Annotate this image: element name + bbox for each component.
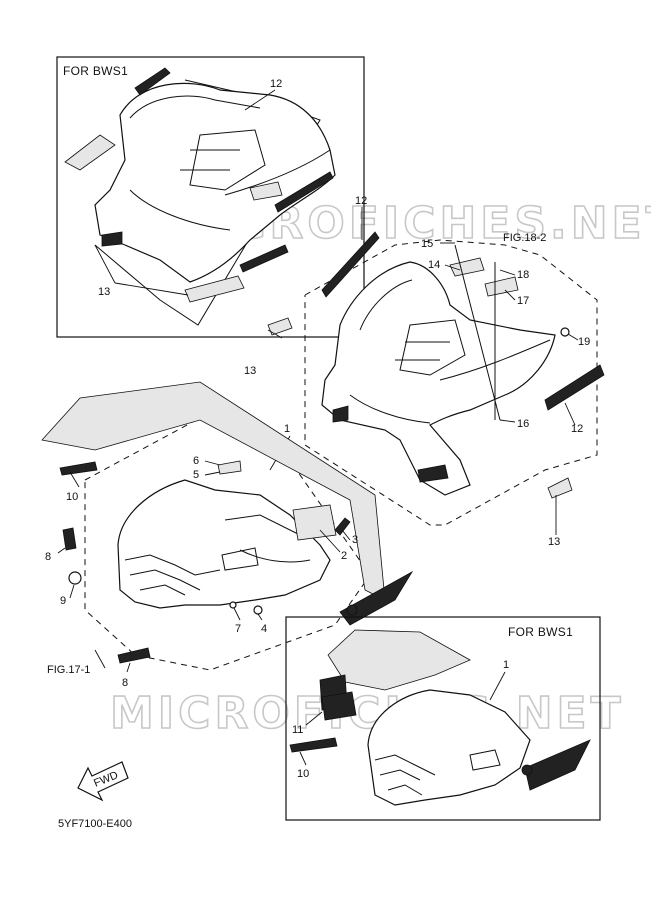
watermark-bottom: MICROFICHES.NET (110, 688, 625, 739)
rear-fender-assembly: FIG.18-2 12 13 15 14 18 17 (244, 195, 605, 548)
callout-13-right: 13 (548, 536, 560, 548)
callout-19: 19 (578, 336, 590, 348)
box-bottom-right: FOR BWS1 1 11 10 (285, 616, 601, 821)
callout-13-rear: 13 (244, 365, 256, 377)
callout-6: 6 (193, 455, 199, 467)
callout-17: 17 (517, 295, 529, 307)
callout-14: 14 (428, 259, 440, 271)
callout-5: 5 (193, 469, 199, 481)
fig-ref-18-2: FIG.18-2 (503, 232, 546, 244)
fig-ref-17-1: FIG.17-1 (47, 664, 90, 676)
fwd-arrow-icon: FWD (77, 761, 129, 802)
callout-8-bottom: 8 (122, 677, 128, 689)
callout-12-right: 12 (571, 423, 583, 435)
callout-13-top: 13 (98, 286, 110, 298)
callout-4: 4 (261, 623, 267, 635)
callout-12-rear: 12 (355, 195, 367, 207)
callout-15: 15 (421, 238, 433, 250)
front-fender-assembly: 1 6 5 (41, 381, 414, 689)
box-top-left-title: FOR BWS1 (63, 64, 128, 78)
box-bottom-right-title: FOR BWS1 (508, 625, 573, 639)
callout-12-top: 12 (270, 78, 282, 90)
callout-10-front: 10 (66, 491, 78, 503)
diagram-code: 5YF7100-E400 (58, 818, 132, 830)
box-top-left: FOR BWS1 12 13 (56, 56, 365, 338)
callout-2: 2 (341, 550, 347, 562)
callout-10-box: 10 (297, 768, 309, 780)
callout-8-front: 8 (45, 551, 51, 563)
callout-16: 16 (517, 418, 529, 430)
callout-7: 7 (235, 623, 241, 635)
callout-9: 9 (60, 595, 66, 607)
callout-11: 11 (292, 724, 303, 736)
callout-1-front: 1 (284, 423, 290, 435)
callout-1-box: 1 (503, 659, 509, 671)
callout-18: 18 (517, 269, 529, 281)
callout-3: 3 (352, 534, 358, 546)
decal-strip (134, 67, 171, 96)
